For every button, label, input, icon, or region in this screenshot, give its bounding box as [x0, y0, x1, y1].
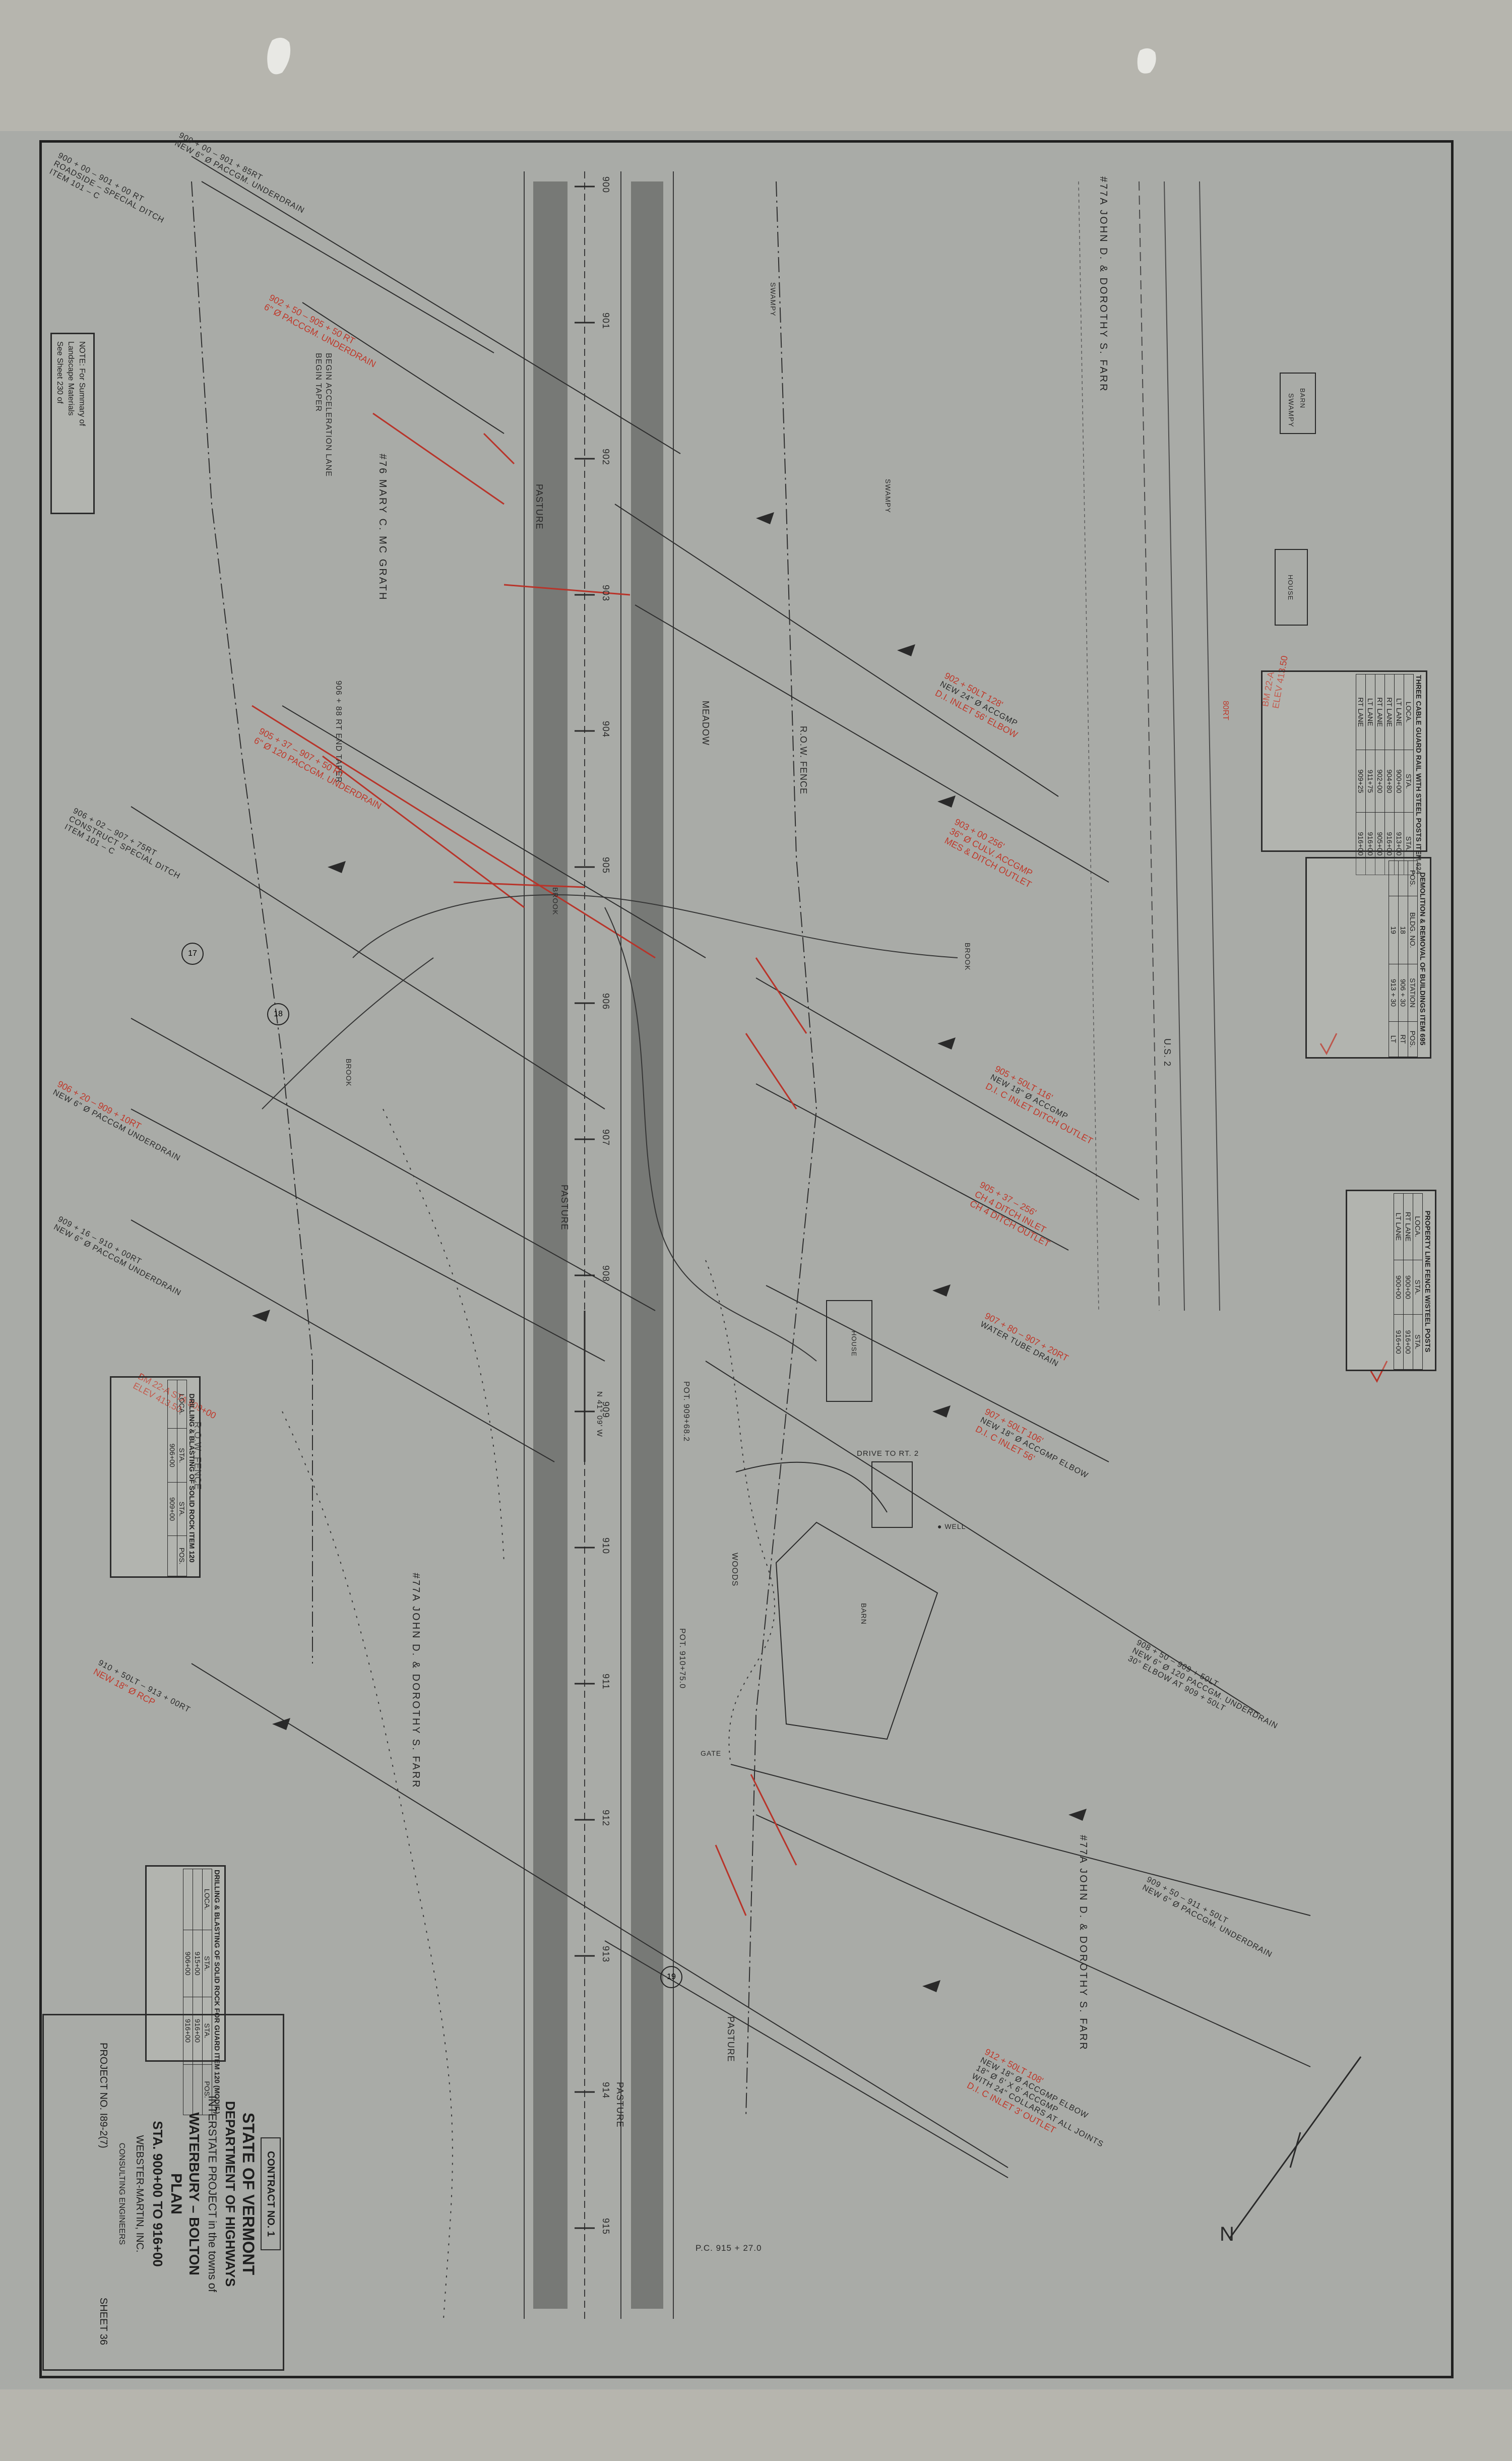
- department: DEPARTMENT OF HIGHWAYS: [223, 2101, 238, 2287]
- label-pasture: PASTURE: [615, 2082, 625, 2128]
- label-drive: DRIVE TO RT. 2: [857, 1449, 919, 1458]
- towns: WATERBURY – BOLTON: [186, 2112, 202, 2275]
- punch-hole-left: [267, 37, 291, 75]
- label-brook: BROOK: [551, 887, 559, 915]
- building-marker-17: 17: [181, 943, 204, 965]
- label-gate: GATE: [701, 1749, 722, 1757]
- contract-no: CONTRACT NO. 1: [261, 2137, 281, 2250]
- rock-table-1: DRILLING & BLASTING OF SOLID ROCK ITEM 1…: [110, 1376, 201, 1578]
- label-row-fence: R.O.W. FENCE: [798, 726, 808, 795]
- title-block: CONTRACT NO. 1 STATE OF VERMONT DEPARTME…: [42, 2014, 284, 2371]
- label-brook: BROOK: [345, 1059, 353, 1087]
- station-900: 900: [601, 176, 611, 194]
- label-us2: U.S. 2: [1162, 1038, 1172, 1067]
- demolition-table: DEMOLITION & REMOVAL OF BUILDINGS ITEM 6…: [1305, 857, 1431, 1059]
- label-woods: WOODS: [730, 1553, 739, 1587]
- project-line: INTERSTATE PROJECT in the towns of: [206, 2096, 219, 2292]
- owner-mcgrath: #76 MARY C. MC GRATH: [377, 454, 388, 601]
- station-912: 912: [601, 1810, 611, 1827]
- rock-table-2: DRILLING & BLASTING OF SOLID ROCK FOR GU…: [145, 1865, 226, 2115]
- label-pasture: PASTURE: [726, 2016, 736, 2062]
- label-house: HOUSE: [1287, 575, 1294, 601]
- station-911: 911: [601, 1674, 611, 1690]
- station-914: 914: [601, 2082, 611, 2099]
- project-footer: PROJECT NO. I89-2(7) SHEET 36: [94, 2022, 112, 2365]
- station-907: 907: [601, 1129, 611, 1146]
- station-904: 904: [601, 721, 611, 738]
- label-pasture: PASTURE: [534, 484, 544, 530]
- label-bearing: N 41° 09' W: [595, 1391, 604, 1437]
- station-906: 906: [601, 993, 611, 1010]
- barn-outline-top: [1280, 373, 1316, 434]
- label-well: ● WELL: [937, 1522, 966, 1530]
- station-910: 910: [601, 1537, 611, 1555]
- label-pot: POT. 910+75.0: [678, 1628, 686, 1689]
- building-marker-18: 18: [267, 1003, 289, 1025]
- guardrail-table: THREE CABLE GUARD RAIL WITH STEEL POSTS …: [1261, 670, 1427, 875]
- consultant: WEBSTER-MARTIN, INC.: [134, 2135, 145, 2253]
- station-915: 915: [601, 2218, 611, 2235]
- station-range: STA. 900+00 TO 916+00: [150, 2121, 165, 2267]
- plan-title: PLAN: [168, 2173, 184, 2214]
- owner-farr-top: #77A JOHN D. & DOROTHY S. FARR: [1098, 176, 1109, 393]
- barn-outline-mid: [775, 1521, 938, 1740]
- title-block-text: CONTRACT NO. 1 STATE OF VERMONT DEPARTME…: [94, 2022, 281, 2365]
- label-brook: BROOK: [964, 943, 972, 971]
- label-house: HOUSE: [850, 1331, 858, 1357]
- label-swampy: SWAMPY: [1287, 393, 1295, 427]
- project-number: PROJECT NO. I89-2(7): [98, 2043, 109, 2148]
- label-pc: P.C. 915 + 27.0: [696, 2243, 762, 2253]
- owner-farr-mid: #77A JOHN D. & DOROTHY S. FARR: [410, 1573, 421, 1789]
- station-908: 908: [601, 1265, 611, 1282]
- label-swampy: SWAMPY: [884, 479, 892, 513]
- station-905: 905: [601, 857, 611, 874]
- sheet-number: SHEET 36: [98, 2297, 109, 2345]
- label-barn: BARN: [860, 1603, 868, 1625]
- north-arrow-label: N: [1220, 2223, 1235, 2245]
- label-begin-taper: BEGIN TAPER: [314, 353, 323, 412]
- station-913: 913: [601, 1946, 611, 1963]
- right-lane-band: [631, 181, 663, 2309]
- house-outline-top: [1275, 549, 1308, 626]
- state: STATE OF VERMONT: [239, 2112, 258, 2275]
- fence-table: PROPERTY LINE FENCE W/STEEL POSTS LOCA.S…: [1346, 1190, 1436, 1371]
- callout-80rt: 80RT: [1221, 701, 1230, 720]
- label-accel: BEGIN ACCELERATION LANE: [324, 353, 333, 477]
- consultant-sub: CONSULTING ENGINEERS: [117, 2142, 126, 2245]
- house-outline-mid: [826, 1300, 872, 1402]
- sheet-border: [39, 140, 1454, 2378]
- label-swampy: SWAMPY: [769, 282, 777, 317]
- note-box: NOTE: For Summary of Landscape Materials…: [50, 333, 95, 514]
- owner-farr-bottom: #77A JOHN D. & DOROTHY S. FARR: [1078, 1835, 1089, 2051]
- label-pot: POT. 909+68.2: [682, 1381, 690, 1442]
- station-901: 901: [601, 313, 611, 330]
- note-text: NOTE: For Summary of Landscape Materials…: [55, 341, 86, 426]
- label-meadow: MEADOW: [701, 701, 711, 746]
- label-barn: BARN: [1299, 388, 1306, 409]
- left-lane-band: [533, 181, 568, 2309]
- station-902: 902: [601, 449, 611, 466]
- station-903: 903: [601, 585, 611, 602]
- punch-hole-right: [1137, 48, 1156, 74]
- label-pasture: PASTURE: [559, 1185, 570, 1230]
- building-marker-19: 19: [660, 1966, 682, 1988]
